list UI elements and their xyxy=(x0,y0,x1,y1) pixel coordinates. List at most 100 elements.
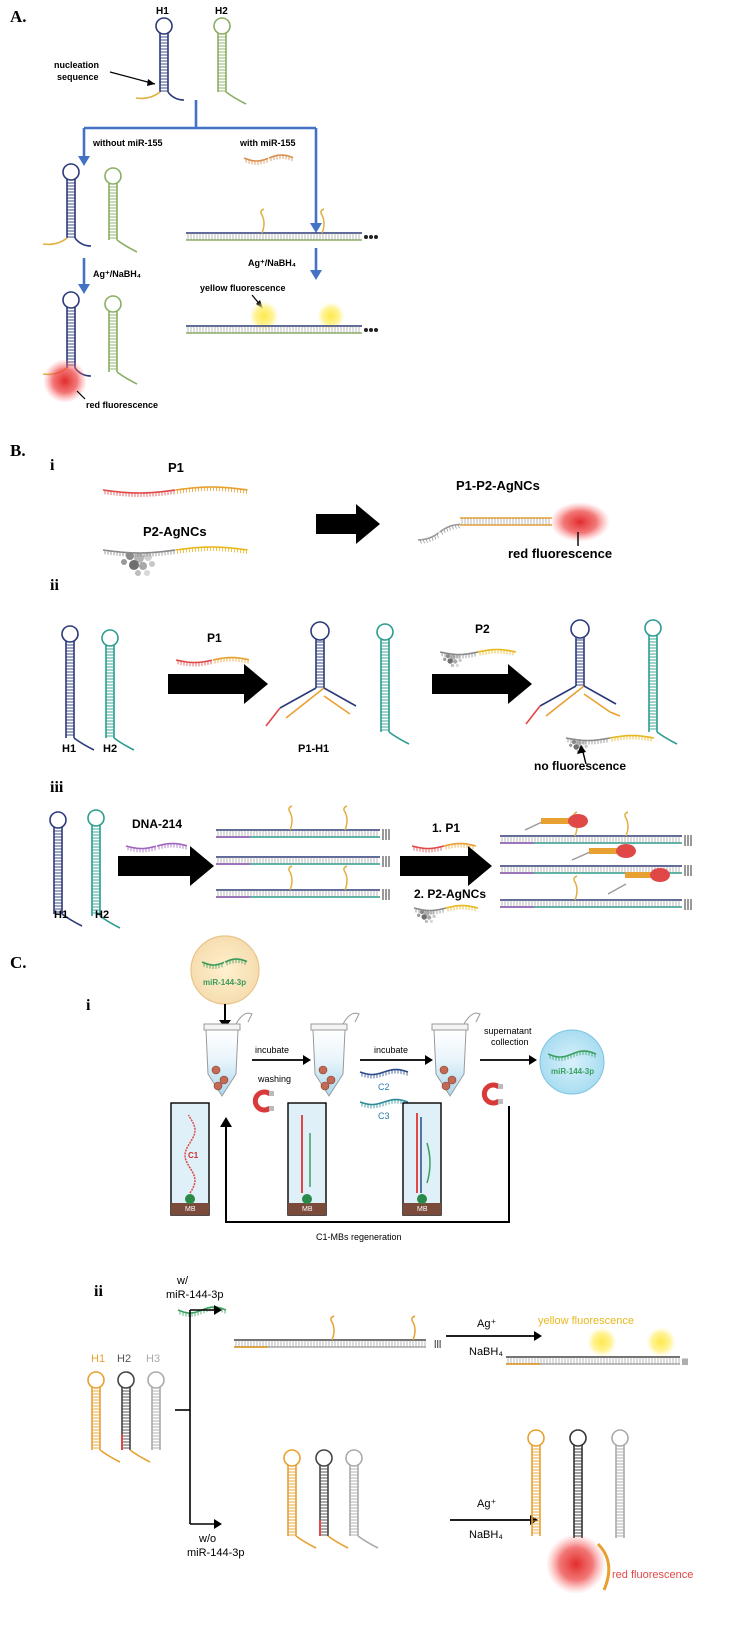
c-input-mir-strand xyxy=(201,958,248,969)
a-nucleation-arrowhead xyxy=(147,79,155,86)
c-h1-label: H1 xyxy=(91,1353,105,1365)
b-iii-probe-3 xyxy=(607,868,670,895)
c-ii-b-h1 xyxy=(283,1449,317,1549)
b-iii-duplex-ends xyxy=(382,829,390,900)
c-output-circle xyxy=(539,1029,605,1095)
b-ii-free-p2-strand xyxy=(565,734,655,745)
b-iii-dna-label: DNA-214 xyxy=(132,817,182,831)
c-ii-r-h3 xyxy=(611,1429,629,1538)
c-magnet-2 xyxy=(481,1082,503,1106)
b-p2-strand xyxy=(102,546,248,557)
b-ii-h2-hairpin xyxy=(101,629,135,751)
a-reagent-right: Ag⁺/NaBH₄ xyxy=(248,258,296,268)
a-yellow-label: yellow fluorescence xyxy=(200,283,286,293)
a-left-h2-hairpin xyxy=(104,167,138,253)
c-tube-3 xyxy=(431,1012,481,1097)
a-bottom-h1-hairpin xyxy=(42,291,92,377)
panel-c: C. i miR-144-3p incubate washing incubat… xyxy=(10,935,693,1594)
c-ii-fork-arrowhead-top xyxy=(214,1305,222,1315)
panel-a-label: A. xyxy=(10,7,27,26)
panel-a: A. H1 H2 nucleation sequence without miR… xyxy=(10,6,378,410)
c-ii-b-h3 xyxy=(345,1449,379,1549)
a-duplex-1-ellipsis xyxy=(364,235,378,239)
b-p1-strand xyxy=(102,486,248,497)
b-iii-duplex-3 xyxy=(216,865,380,898)
a-duplex-2-ellipsis xyxy=(364,328,378,332)
c-dup-end-1: lll xyxy=(434,1339,441,1351)
a-h2-label: H2 xyxy=(215,6,228,17)
b-ii-nofluor-arrowhead xyxy=(577,745,586,754)
b-product-gray-tail xyxy=(417,523,461,544)
c-ii-fork xyxy=(175,1309,214,1525)
b-iii-duplex-1 xyxy=(216,805,380,838)
a-with-label: with miR-155 xyxy=(239,138,296,148)
c-ii-h3-hairpin xyxy=(147,1371,165,1450)
c-mb1-label: MB xyxy=(185,1206,196,1213)
c-output-mir-strand xyxy=(547,1050,597,1061)
b-iii-out-duplex-3 xyxy=(500,875,682,908)
b-ii-big-arrow-2 xyxy=(432,664,532,704)
c-ii-b-h2 xyxy=(315,1449,349,1549)
c-tube-1 xyxy=(203,1012,253,1097)
b-nofluor-label: no fluorescence xyxy=(534,759,626,773)
c-yellow-glow-2 xyxy=(646,1327,676,1357)
b-iii-step1-label: 1. P1 xyxy=(432,821,460,835)
a-red-glow xyxy=(43,359,87,403)
a-red-label: red fluorescence xyxy=(86,400,158,410)
b-iii-big-arrow-1 xyxy=(118,846,214,886)
a-flow-arrows xyxy=(82,100,318,286)
c-c1-label: C1 xyxy=(188,1151,199,1160)
c-red-arc xyxy=(596,1542,611,1591)
c-w-label-1: w/ xyxy=(176,1275,189,1287)
a-nucleation-label: nucleation xyxy=(54,60,99,70)
b-iii-step2-label: 2. P2-AgNCs xyxy=(414,887,486,901)
b-iii-step1-strand xyxy=(411,842,477,853)
b-iii-h2-hairpin xyxy=(87,809,121,929)
b-ii-p1h1-complex xyxy=(265,621,357,727)
a-duplex-1 xyxy=(186,208,362,241)
a-duplex-2 xyxy=(186,325,362,334)
b-iii-h2-label: H2 xyxy=(95,909,109,921)
b-iii-out-ends xyxy=(684,835,692,910)
c-regen-label: C1-MBs regeneration xyxy=(316,1232,402,1242)
c-wo-label-1: w/o xyxy=(198,1533,216,1545)
b-ii-final-complex xyxy=(525,619,621,725)
b-ii-h2-label: H2 xyxy=(103,743,117,755)
b-product-red-glow xyxy=(550,502,610,542)
a-yellow-glow-1 xyxy=(249,301,279,331)
b-iii-agnc-cluster xyxy=(417,909,436,923)
a-flow-arrowheads xyxy=(78,156,322,294)
b-iii-out-duplex-1 xyxy=(500,811,682,844)
c-c3-strand xyxy=(359,1098,409,1109)
c-input-mir-label: miR-144-3p xyxy=(203,978,246,987)
b-ii-p2-label: P2 xyxy=(475,622,490,636)
c-ii-duplex-2 xyxy=(506,1356,680,1365)
panel-c-label: C. xyxy=(10,953,27,972)
c-magbox-2 xyxy=(287,1102,327,1216)
c-red-glow xyxy=(546,1534,606,1594)
b-iii-probe-1 xyxy=(524,814,588,831)
c-arrowhead-incubate-2 xyxy=(425,1055,433,1065)
c-ii-h2-hairpin xyxy=(117,1371,151,1463)
b-iii-label: iii xyxy=(50,779,64,796)
a-sequence-label: sequence xyxy=(57,72,99,82)
b-ii-label: ii xyxy=(50,577,59,594)
b-ii-h1-hairpin xyxy=(61,625,95,751)
b-ii-p1h1-label: P1-H1 xyxy=(298,743,329,755)
c-supernatant-label: supernatant xyxy=(484,1026,532,1036)
b-ii-p2-strand xyxy=(439,648,517,659)
a-bottom-h2-hairpin xyxy=(104,295,138,385)
b-iii-big-arrow-2 xyxy=(400,846,492,886)
c-c2-strand xyxy=(359,1068,409,1079)
c-yellow-label: yellow fluorescence xyxy=(538,1315,634,1327)
c-nabh-label-2: NaBH₄ xyxy=(469,1529,503,1541)
b-ii-h2-hairpin-3 xyxy=(644,619,678,745)
b-iii-h1-hairpin xyxy=(49,811,83,927)
panel-b: B. i P1 P2-AgNCs P1-P2-AgNCs red fluores… xyxy=(10,441,692,929)
a-red-pointer xyxy=(76,390,86,400)
a-yellow-glow-2 xyxy=(317,302,345,330)
c-w-label-2: miR-144-3p xyxy=(166,1289,223,1301)
c-tube-2 xyxy=(310,1012,360,1097)
c-magbox-3 xyxy=(402,1102,442,1216)
a-mir155-strand xyxy=(243,154,294,165)
